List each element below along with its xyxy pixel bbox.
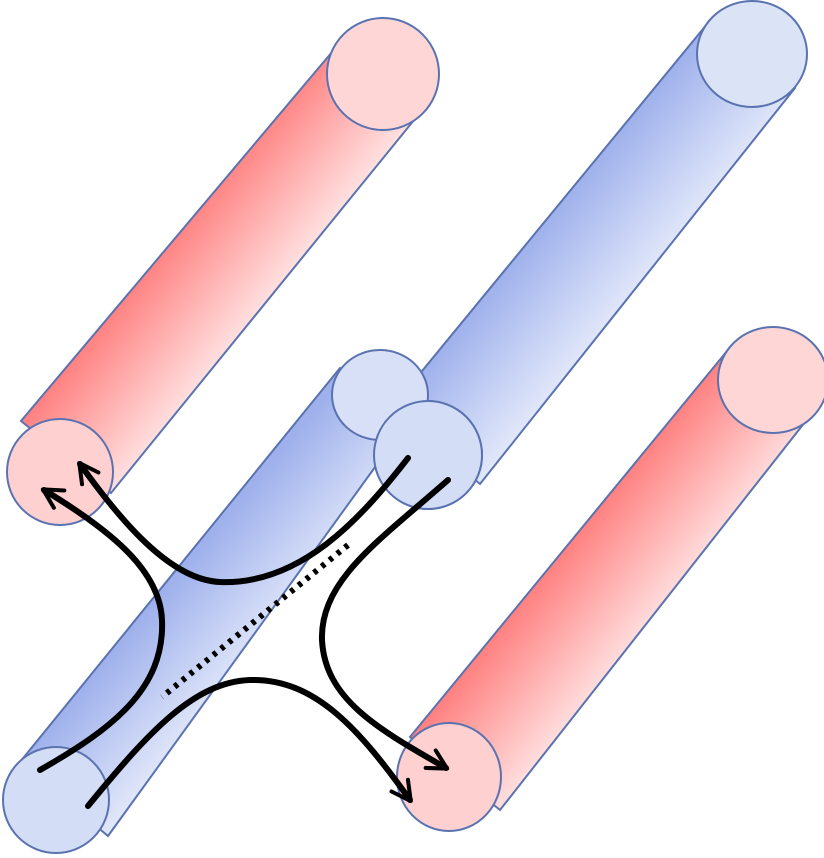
cylinder-front-cap xyxy=(397,723,501,831)
cylinder-blue-top-right-front-cap-overlay xyxy=(374,401,482,509)
cylinder-end-cap xyxy=(327,18,439,130)
cylinder-end-cap xyxy=(718,327,824,433)
cylinder-front-cap xyxy=(7,419,113,525)
cylinder-end-cap xyxy=(697,1,807,107)
